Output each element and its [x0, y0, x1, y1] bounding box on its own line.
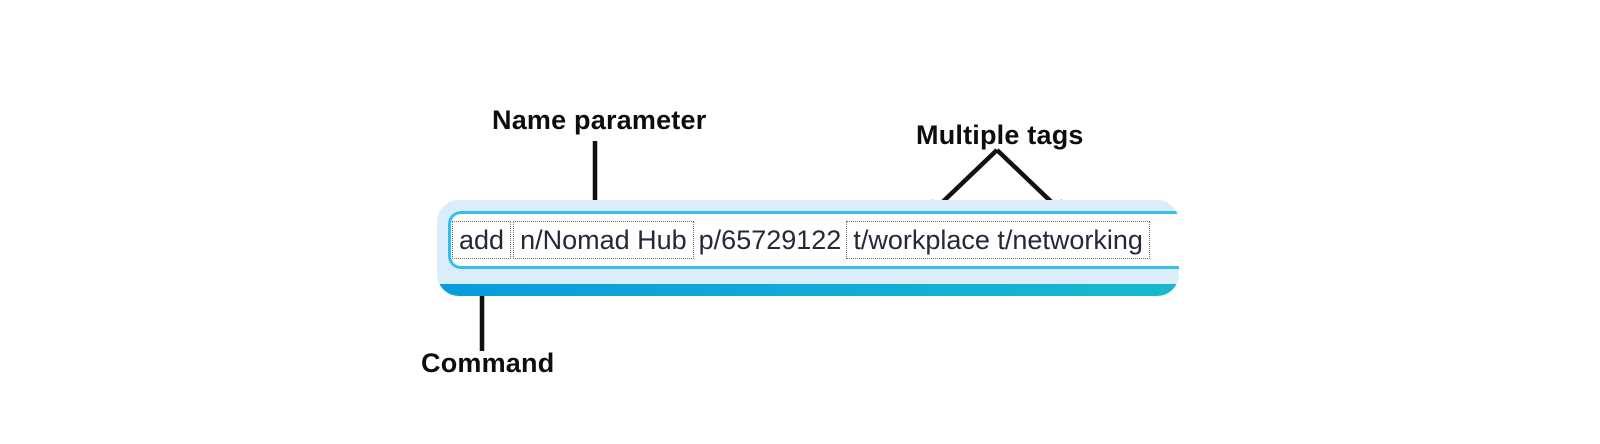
result-display-top-strip — [437, 284, 1179, 296]
command-input[interactable]: add n/Nomad Hub p/65729122 t/workplace t… — [448, 211, 1179, 269]
name-parameter-token: n/Nomad Hub — [513, 221, 694, 259]
command-label: Command — [421, 348, 555, 378]
tags-token: t/workplace t/networking — [846, 221, 1150, 259]
name-parameter-label: Name parameter — [492, 105, 707, 135]
command-token: add — [452, 221, 512, 259]
phone-parameter-token: p/65729122 — [698, 225, 842, 255]
multiple-tags-label: Multiple tags — [916, 120, 1084, 150]
command-bar: add n/Nomad Hub p/65729122 t/workplace t… — [437, 200, 1179, 296]
